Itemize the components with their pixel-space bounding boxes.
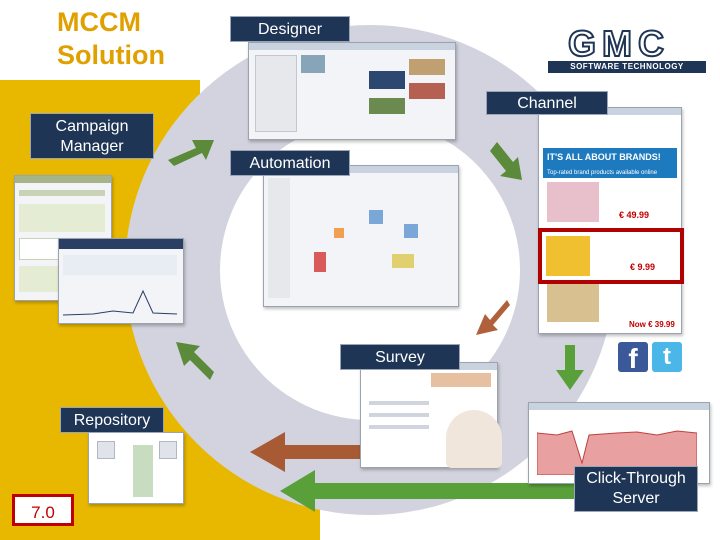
ad-headline: IT'S ALL ABOUT BRANDS! — [547, 152, 661, 162]
stage-repository: Repository — [60, 407, 164, 433]
clickthrough-label-line-1: Click-Through — [586, 470, 686, 487]
stage-designer: Designer — [230, 16, 350, 42]
stage-channel: Channel — [486, 91, 608, 115]
child-photo — [446, 410, 502, 468]
title-line-2: Solution — [57, 40, 165, 70]
title-line-1: MCCM — [57, 7, 141, 37]
logo-mark: GMC — [567, 23, 670, 64]
campaign-label-line-2: Manager — [60, 138, 124, 155]
clickthrough-label-line-2: Server — [612, 490, 660, 507]
twitter-icon: t — [652, 342, 682, 372]
automation-screenshot — [263, 165, 459, 307]
version-badge: 7.0 — [12, 494, 74, 526]
stage-survey: Survey — [340, 344, 460, 370]
arrow-icon — [490, 142, 522, 180]
gmc-logo: GMC SOFTWARE TECHNOLOGY — [548, 23, 706, 73]
facebook-icon: f — [618, 342, 648, 374]
ad-price-2: € 9.99 — [630, 262, 656, 272]
ad-price-1: € 49.99 — [619, 210, 650, 220]
arrow-icon — [280, 470, 575, 512]
ad-price-3: Now € 39.99 — [629, 320, 675, 329]
logo-tagline: SOFTWARE TECHNOLOGY — [548, 61, 706, 73]
stage-click-through-server: Click-Through Server — [574, 466, 698, 512]
arrow-icon — [476, 300, 510, 335]
stage-automation: Automation — [230, 150, 350, 176]
arrow-icon — [250, 432, 445, 472]
designer-screenshot — [248, 42, 456, 140]
arrow-icon — [176, 342, 214, 380]
highlighted-offer: € 9.99 — [538, 228, 684, 284]
campaign-label-line-1: Campaign — [55, 118, 129, 135]
stage-campaign-manager: Campaign Manager — [30, 113, 154, 159]
repository-screenshot — [88, 432, 184, 504]
traffic-area-plot — [537, 430, 697, 475]
report-line-plot — [63, 289, 177, 316]
campaign-report-screenshot — [58, 238, 184, 324]
arrow-icon — [168, 140, 214, 166]
channel-screenshot: IT'S ALL ABOUT BRANDS! Top-rated brand p… — [538, 107, 682, 334]
page-title: MCCM Solution — [57, 6, 165, 72]
arrow-icon — [556, 345, 584, 390]
